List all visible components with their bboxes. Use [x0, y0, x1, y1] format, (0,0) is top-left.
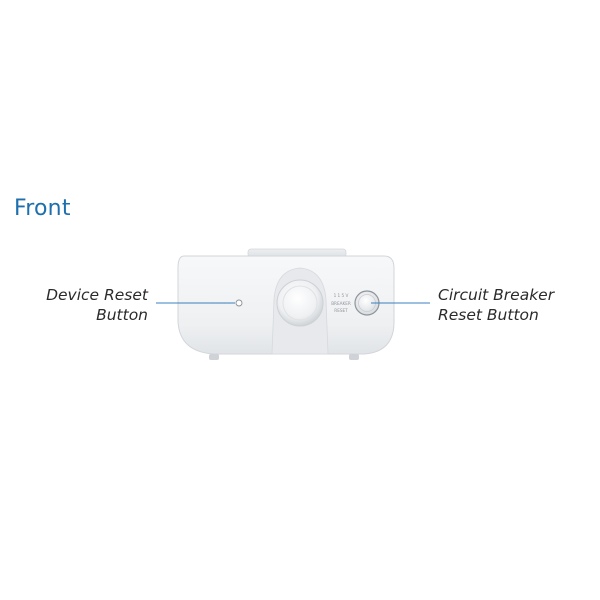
circuit-breaker-callout: Circuit Breaker Reset Button — [438, 285, 588, 325]
section-heading: Front — [14, 196, 71, 221]
device-reset-button — [235, 299, 243, 307]
circuit-breaker-label-line1: Circuit Breaker — [438, 286, 555, 304]
device-foot-left — [209, 354, 219, 360]
device-reset-callout: Device Reset Button — [30, 285, 148, 325]
device-reset-label-line2: Button — [96, 306, 148, 324]
breaker-tiny-label-1: 1 1 5 V — [334, 293, 349, 298]
breaker-tiny-label-2: BREAKER — [331, 301, 351, 306]
breaker-tiny-label-3: RESET — [334, 308, 348, 313]
control-knob — [276, 279, 324, 327]
device-reset-label-line1: Device Reset — [46, 286, 148, 304]
device-foot-right — [349, 354, 359, 360]
circuit-breaker-label-line2: Reset Button — [438, 306, 539, 324]
